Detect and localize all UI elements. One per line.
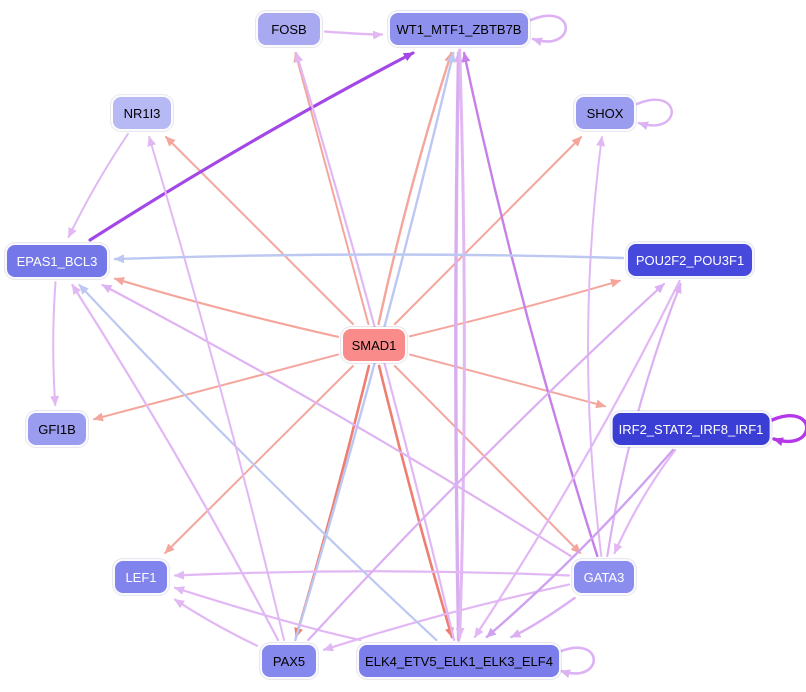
node-wt1[interactable]: WT1_MTF1_ZBTB7B (388, 11, 530, 47)
edge-IRF2-ELK4 (485, 448, 675, 639)
edge-IRF2-GATA3 (613, 448, 677, 555)
edge-SMAD1-PAX5 (294, 364, 371, 639)
node-pou2f2[interactable]: POU2F2_POU3F1 (626, 242, 754, 278)
node-label: GFI1B (38, 421, 76, 437)
edge-SMAD1-ELK4 (377, 364, 454, 639)
edge-SMAD1-GATA3 (393, 365, 582, 554)
edge-SMAD1-WT1 (377, 51, 453, 326)
node-label: FOSB (271, 21, 307, 37)
node-nr1i3[interactable]: NR1I3 (111, 95, 173, 131)
node-pax5[interactable]: PAX5 (260, 643, 318, 679)
edge-SMAD1-SHOX (393, 136, 583, 325)
edge-PAX5-LEF1 (173, 598, 259, 647)
edge-IRF2-IRF2 (770, 414, 806, 447)
node-gata3[interactable]: GATA3 (572, 559, 636, 595)
edge-GATA3-ELK4 (510, 596, 576, 639)
edge-SMAD1-EPAS1 (113, 276, 340, 338)
edge-SMAD1-LEF1 (164, 365, 354, 554)
edge-EPAS1-WT1 (88, 51, 415, 242)
edge-SMAD1-FOSB (293, 52, 370, 325)
edge-FOSB-WT1 (323, 30, 384, 40)
edge-POU2F2-ELK4 (473, 279, 681, 639)
node-irf2[interactable]: IRF2_STAT2_IRF8_IRF1 (610, 411, 772, 447)
edge-ELK4-WT1 (453, 51, 463, 642)
edge-GATA3-EPAS1 (101, 283, 572, 558)
node-label: LEF1 (125, 569, 157, 585)
edge-PAX5-POU2F2 (307, 282, 665, 642)
edge-WT1-WT1 (529, 14, 567, 47)
edge-PAX5-NR1I3 (147, 136, 285, 641)
edge-WT1-ELK4 (455, 48, 466, 639)
edge-ELK4-ELK4 (557, 646, 595, 679)
edge-PAX5-EPAS1 (71, 283, 280, 642)
node-label: SHOX (586, 105, 624, 121)
edge-SHOX-SHOX (635, 98, 673, 131)
node-smad1[interactable]: SMAD1 (341, 327, 407, 363)
edge-ELK4-EPAS1 (78, 283, 438, 642)
edge-NR1I3-EPAS1 (67, 133, 129, 238)
edge-EPAS1-GFI1B (50, 281, 60, 406)
node-label: GATA3 (583, 569, 625, 585)
edge-SMAD1-GFI1B (93, 353, 339, 422)
node-elk4[interactable]: ELK4_ETV5_ELK1_ELK3_ELF4 (357, 643, 561, 679)
node-shox[interactable]: SHOX (574, 95, 636, 131)
node-label: EPAS1_BCL3 (16, 253, 98, 269)
node-label: ELK4_ETV5_ELK1_ELK3_ELF4 (365, 653, 553, 669)
node-label: WT1_MTF1_ZBTB7B (396, 21, 522, 37)
node-gfi1b[interactable]: GFI1B (26, 411, 88, 447)
node-epas1[interactable]: EPAS1_BCL3 (5, 243, 109, 279)
node-label: POU2F2_POU3F1 (635, 252, 745, 268)
edge-SMAD1-NR1I3 (165, 136, 354, 325)
node-lef1[interactable]: LEF1 (113, 559, 169, 595)
edge-SMAD1-IRF2 (409, 353, 606, 409)
node-label: PAX5 (272, 653, 306, 669)
node-label: NR1I3 (123, 105, 161, 121)
edge-GATA3-WT1 (461, 51, 599, 558)
node-label: IRF2_STAT2_IRF8_IRF1 (618, 421, 764, 437)
edge-GATA3-SHOX (587, 136, 606, 557)
node-label: SMAD1 (351, 337, 397, 353)
edge-POU2F2-EPAS1 (113, 253, 625, 264)
node-fosb[interactable]: FOSB (256, 11, 322, 47)
edge-ELK4-LEF1 (173, 586, 362, 642)
